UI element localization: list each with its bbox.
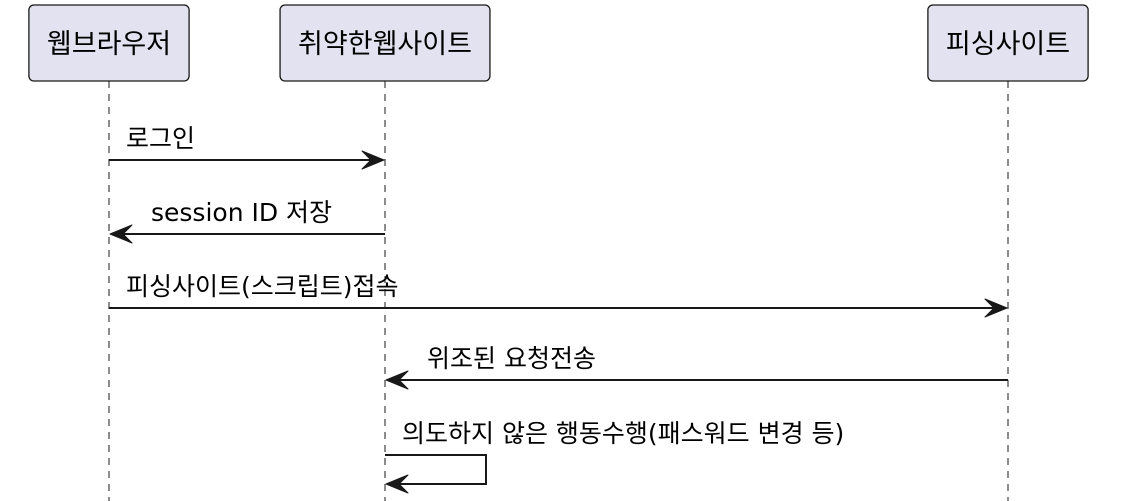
- message-5-line: [385, 454, 487, 485]
- message-5: 의도하지 않은 행동수행(패스워드 변경 등): [385, 419, 844, 494]
- message-5-label: 의도하지 않은 행동수행(패스워드 변경 등): [402, 419, 844, 448]
- message-3-label: 피싱사이트(스크립트)접속: [126, 272, 399, 301]
- message-2-label: session ID 저장: [151, 198, 332, 227]
- participant-label-browser: 웹브라우저: [47, 29, 171, 60]
- message-3: 피싱사이트(스크립트)접속: [109, 272, 1008, 318]
- lifelines: [108, 81, 1009, 501]
- participants: 웹브라우저 취약한웹사이트 피싱사이트: [28, 4, 1089, 82]
- message-1: 로그인: [109, 124, 385, 170]
- participant-label-vulnerable-site: 취약한웹사이트: [298, 29, 472, 60]
- participant-box-phishing-site: [927, 4, 1089, 82]
- participant-box-vulnerable-site: [279, 4, 491, 82]
- message-5-arrowhead: [385, 474, 409, 494]
- message-4: 위조된 요청전송: [385, 344, 1008, 390]
- message-4-arrowhead: [385, 370, 409, 390]
- message-3-arrowhead: [984, 298, 1008, 318]
- message-2: session ID 저장: [109, 198, 385, 244]
- participant-box-browser: [28, 4, 190, 82]
- message-1-label: 로그인: [126, 124, 195, 153]
- participant-label-phishing-site: 피싱사이트: [946, 29, 1070, 60]
- message-1-arrowhead: [361, 150, 385, 170]
- message-2-arrowhead: [109, 224, 133, 244]
- message-4-label: 위조된 요청전송: [427, 344, 596, 373]
